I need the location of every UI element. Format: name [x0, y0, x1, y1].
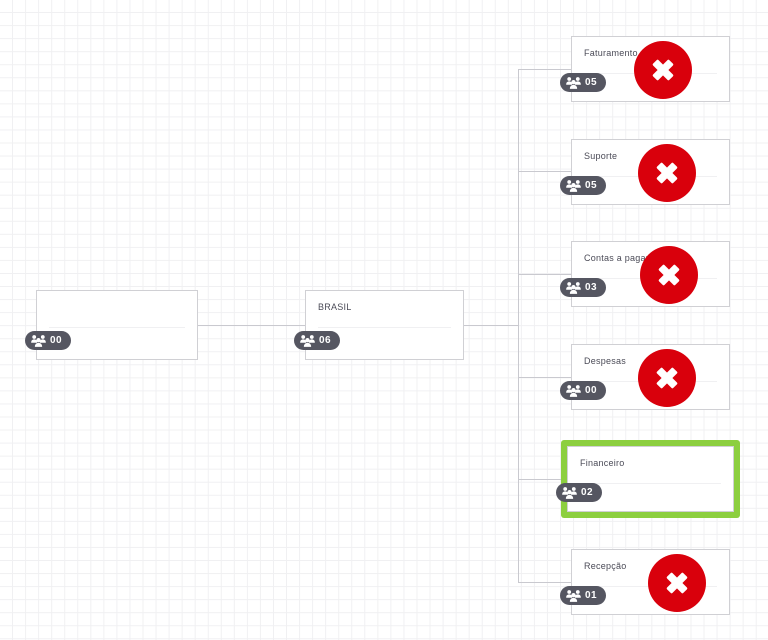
- red-circle-x-icon: [652, 59, 674, 81]
- org-node-financeiro-people-badge[interactable]: 02: [556, 483, 602, 502]
- org-node-recepcao-disabled-mark[interactable]: [648, 554, 706, 612]
- connector-root-to-brasil: [198, 325, 305, 326]
- org-node-suporte-people-count: 05: [585, 179, 597, 191]
- org-node-financeiro-body: Financeiro 02: [556, 446, 734, 512]
- org-node-recepcao-title: Recepção: [584, 561, 627, 571]
- connector-trunk-to-faturamento: [518, 69, 572, 70]
- org-node-recepcao[interactable]: Recepção 01: [560, 549, 730, 615]
- red-circle-x-icon: [656, 162, 678, 184]
- org-node-contas-a-pagar-title: Contas a pagar: [584, 253, 650, 263]
- org-node-brasil-people-badge[interactable]: 06: [294, 331, 340, 350]
- people-group-icon: [300, 335, 315, 347]
- org-node-despesas-disabled-mark[interactable]: [638, 349, 696, 407]
- org-node-brasil-divider: [318, 327, 451, 328]
- connector-trunk-to-suporte: [518, 171, 572, 172]
- org-node-root-divider: [49, 327, 185, 328]
- red-circle-x-icon: [658, 264, 680, 286]
- org-node-root-people-badge[interactable]: 00: [25, 331, 71, 350]
- org-node-faturamento-disabled-mark[interactable]: [634, 41, 692, 99]
- org-node-faturamento[interactable]: Faturamento 05: [560, 36, 730, 102]
- people-group-icon: [31, 335, 46, 347]
- connector-trunk-to-recepcao: [518, 582, 572, 583]
- org-node-faturamento-people-badge[interactable]: 05: [560, 73, 606, 92]
- people-group-icon: [562, 487, 577, 499]
- org-node-suporte-title: Suporte: [584, 151, 618, 161]
- connector-trunk: [518, 69, 519, 582]
- connector-trunk-to-financeiro: [518, 479, 562, 480]
- people-group-icon: [566, 385, 581, 397]
- org-node-financeiro-people-count: 02: [581, 486, 593, 498]
- org-node-root-people-count: 00: [50, 334, 62, 346]
- people-group-icon: [566, 77, 581, 89]
- org-node-brasil-body: BRASIL 06: [294, 291, 463, 359]
- org-node-contas-a-pagar-people-badge[interactable]: 03: [560, 278, 606, 297]
- org-node-financeiro-divider: [580, 483, 721, 484]
- red-circle-x-icon: [666, 572, 688, 594]
- org-node-root[interactable]: 00: [25, 290, 198, 360]
- org-node-despesas-people-badge[interactable]: 00: [560, 381, 606, 400]
- people-group-icon: [566, 180, 581, 192]
- org-node-contas-a-pagar[interactable]: Contas a pagar 03: [560, 241, 730, 307]
- org-node-faturamento-title: Faturamento: [584, 48, 638, 58]
- people-group-icon: [566, 282, 581, 294]
- org-node-recepcao-people-badge[interactable]: 01: [560, 586, 606, 605]
- org-node-despesas[interactable]: Despesas 00: [560, 344, 730, 410]
- org-node-brasil-title: BRASIL: [318, 302, 352, 312]
- org-node-recepcao-people-count: 01: [585, 589, 597, 601]
- org-node-suporte-disabled-mark[interactable]: [638, 144, 696, 202]
- people-group-icon: [566, 590, 581, 602]
- org-node-financeiro-title: Financeiro: [580, 458, 625, 468]
- connector-trunk-to-contas-a-pagar: [518, 274, 572, 275]
- org-node-financeiro[interactable]: Financeiro 02: [556, 440, 740, 518]
- org-node-brasil[interactable]: BRASIL 06: [294, 290, 464, 360]
- org-node-brasil-people-count: 06: [319, 334, 331, 346]
- red-circle-x-icon: [656, 367, 678, 389]
- connector-trunk-to-despesas: [518, 377, 572, 378]
- org-node-contas-a-pagar-disabled-mark[interactable]: [640, 246, 698, 304]
- org-node-contas-a-pagar-people-count: 03: [585, 281, 597, 293]
- org-node-faturamento-people-count: 05: [585, 76, 597, 88]
- org-node-suporte-people-badge[interactable]: 05: [560, 176, 606, 195]
- org-node-despesas-people-count: 00: [585, 384, 597, 396]
- org-node-root-body: 00: [25, 291, 197, 359]
- org-node-despesas-title: Despesas: [584, 356, 627, 366]
- org-node-suporte[interactable]: Suporte 05: [560, 139, 730, 205]
- connector-brasil-to-trunk: [464, 325, 519, 326]
